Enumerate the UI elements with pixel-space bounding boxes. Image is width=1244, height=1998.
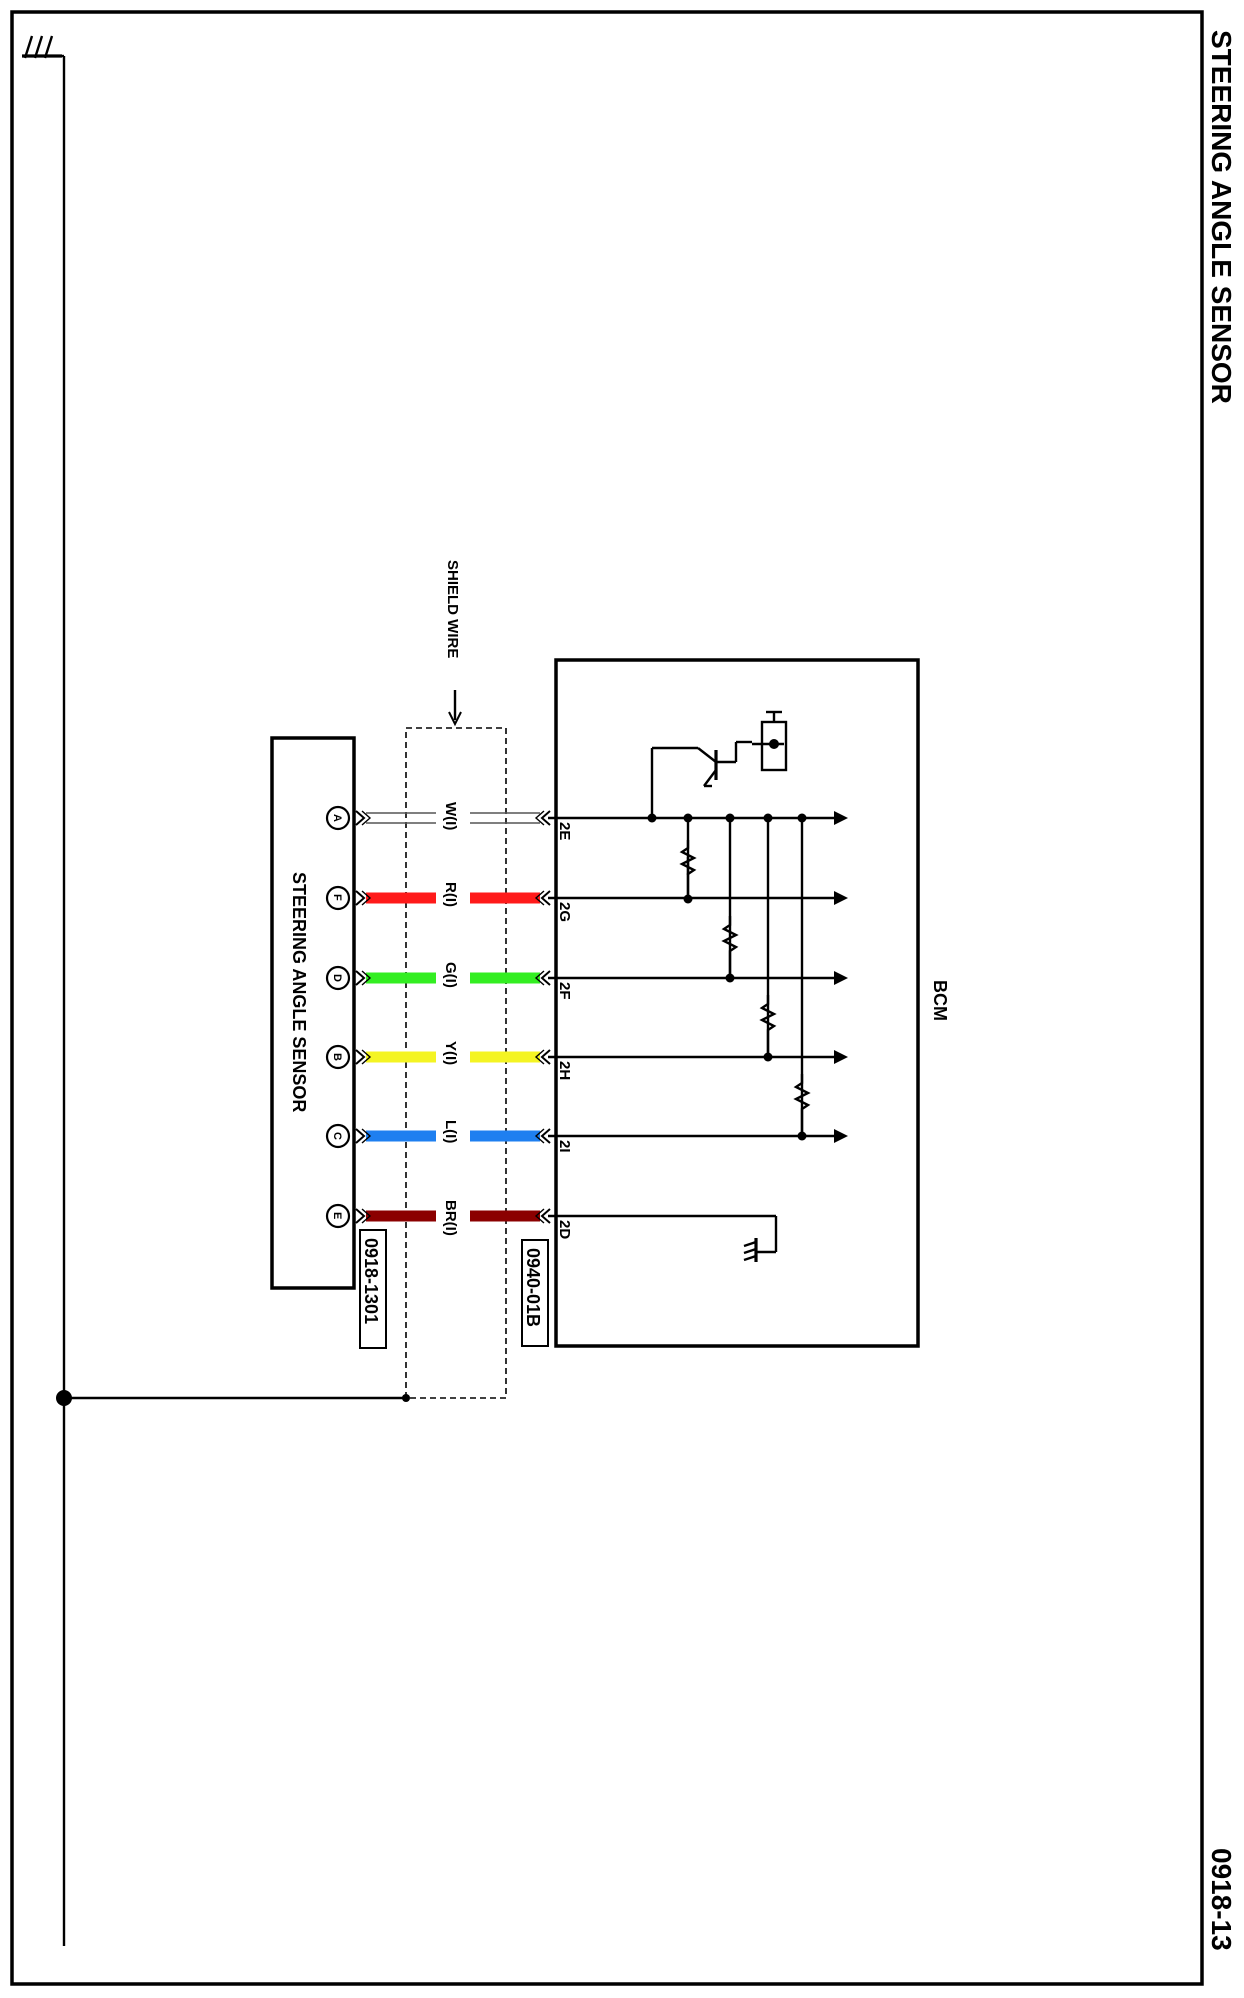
wire-group: A W(I) 2E F R(I) 2G D G(I) 2F B Y(I) 2H C L(I) 2I E BR(I…	[325, 802, 848, 1239]
bcm-label: BCM	[930, 980, 950, 1021]
shield-wire-boundary	[405, 727, 507, 1399]
ground-icon	[743, 1238, 758, 1262]
sensor-pin	[325, 805, 351, 831]
connector-chevron-icon	[534, 1128, 545, 1144]
connector-chevron-icon	[361, 810, 372, 826]
connector-chevron-icon	[361, 1128, 372, 1144]
bcm-internal-circuit	[548, 710, 811, 1262]
sensor-label: STEERING ANGLE SENSOR	[289, 872, 309, 1112]
sensor-pin-label: A	[331, 814, 343, 822]
bcm-pin-label: 2I	[556, 1140, 573, 1153]
arrow-icon	[834, 971, 848, 985]
connector-chevron-icon	[355, 970, 366, 986]
bcm-box	[554, 658, 920, 1348]
connector-chevron-icon	[361, 890, 372, 906]
bcm-connector-label: 0940-01B	[523, 1248, 543, 1327]
wire-label: R(I)	[442, 882, 459, 907]
arrow-icon	[448, 711, 462, 727]
sensor-pin	[325, 1044, 351, 1070]
connector-chevron-icon	[540, 810, 551, 826]
connector-chevron-icon	[534, 1049, 545, 1065]
arrow-icon	[834, 1050, 848, 1064]
wire-label: Y(I)	[442, 1041, 459, 1065]
resistor-icon	[721, 916, 739, 978]
bcm-connector-box	[521, 1239, 549, 1347]
shield-wire-label: SHIELD WIRE	[444, 560, 461, 658]
connector-chevron-icon	[534, 890, 545, 906]
sensor-pin-label: B	[331, 1053, 343, 1061]
bcm-pin-label: 2D	[556, 1220, 573, 1239]
wire-label: BR(I)	[442, 1200, 459, 1236]
connector-chevron-icon	[534, 810, 545, 826]
sensor-pin	[325, 885, 351, 911]
sensor-pin	[325, 1203, 351, 1229]
sensor-connector-label: 0918-1301	[361, 1238, 381, 1324]
connector-chevron-icon	[355, 1128, 366, 1144]
bcm-pin-label: 2F	[556, 982, 573, 1000]
sensor-pin-label: E	[331, 1212, 343, 1219]
sensor-pin-label: D	[331, 974, 343, 982]
connector-chevron-icon	[355, 890, 366, 906]
wire-label: L(I)	[442, 1120, 459, 1143]
connector-chevron-icon	[540, 970, 551, 986]
page-title: STEERING ANGLE SENSOR	[1206, 30, 1237, 404]
sensor-pin-label: F	[331, 894, 343, 901]
connector-chevron-icon	[534, 1208, 545, 1224]
bcm-pin-label: 2E	[556, 822, 573, 840]
sensor-pin-label: C	[331, 1132, 343, 1140]
connector-chevron-icon	[355, 1049, 366, 1065]
ground-icon	[22, 35, 62, 59]
connector-chevron-icon	[361, 1049, 372, 1065]
resistor-icon	[759, 995, 777, 1057]
connector-chevron-icon	[540, 1049, 551, 1065]
connector-chevron-icon	[540, 1128, 551, 1144]
wire-label: W(I)	[442, 802, 459, 830]
page-frame	[10, 10, 1204, 1986]
page-number: 0918-13	[1206, 1848, 1237, 1951]
connector-chevron-icon	[355, 810, 366, 826]
connector-chevron-icon	[540, 1208, 551, 1224]
connector-chevron-icon	[361, 970, 372, 986]
connector-chevron-icon	[540, 890, 551, 906]
arrow-icon	[834, 891, 848, 905]
sensor-connector-box	[359, 1229, 387, 1349]
bcm-pin-label: 2H	[556, 1061, 573, 1080]
wire-label: G(I)	[442, 962, 459, 988]
arrow-icon	[834, 811, 848, 825]
connector-chevron-icon	[534, 970, 545, 986]
transistor-icon	[650, 740, 752, 818]
sensor-pin	[325, 1123, 351, 1149]
connector-chevron-icon	[361, 1208, 372, 1224]
bcm-pin-label: 2G	[556, 902, 573, 922]
resistor-icon	[793, 1074, 811, 1136]
sensor-box	[270, 736, 356, 1290]
sensor-pin	[325, 965, 351, 991]
connector-chevron-icon	[355, 1208, 366, 1224]
arrow-icon	[834, 1129, 848, 1143]
